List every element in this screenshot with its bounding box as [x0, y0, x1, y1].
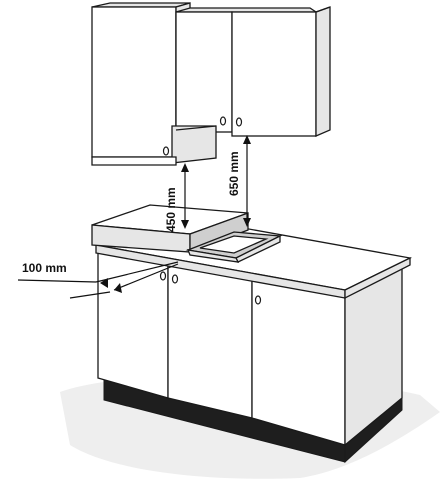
dim-label-450: 450 mm: [164, 187, 178, 232]
dimension-markers: 100 mm 450 mm 650 mm: [17, 135, 251, 299]
extractor-hood: [171, 125, 217, 164]
arrow-down-icon: [181, 220, 189, 229]
arrow-up-icon: [243, 135, 251, 144]
wall-cabinets: [91, 2, 331, 166]
sink: [185, 231, 283, 263]
arrow-down-icon: [243, 218, 251, 227]
base-door-middle: [167, 261, 253, 419]
base-door-knob-icon: [171, 274, 179, 284]
right-cabinet-door-right: [231, 11, 317, 137]
base-door-knob-icon: [254, 295, 262, 305]
left-cabinet-knob-icon: [162, 146, 170, 156]
sink-front: [186, 249, 240, 263]
cabinet-edge: [315, 6, 331, 13]
dim-guide-line: [113, 263, 179, 291]
arrow-left-icon: [114, 283, 122, 293]
worktop-side-edge: [344, 256, 411, 300]
dim-label-100: 100 mm: [22, 261, 67, 275]
hood-edge: [175, 125, 217, 131]
cabinet-knob-icon: [219, 116, 227, 126]
base-door-left: [97, 251, 169, 399]
left-wall-cabinet: [91, 6, 177, 158]
arrow-left-icon: [100, 278, 108, 288]
extractor-hood-front: [91, 156, 177, 166]
hob-block-side: [189, 212, 249, 253]
dim-label-650: 650 mm: [227, 151, 241, 196]
base-door-knob-icon: [159, 271, 167, 281]
cabinet-knob-icon: [235, 117, 243, 127]
right-cabinet-door-left: [175, 11, 233, 133]
arrow-up-icon: [181, 163, 189, 172]
dim-leader-line: [17, 279, 97, 283]
right-cabinet-side: [315, 6, 331, 137]
dim-leader-line-lower: [69, 291, 111, 299]
dim-line-100: [95, 261, 179, 283]
sink-basin: [199, 235, 269, 254]
base-door-right: [251, 273, 346, 446]
